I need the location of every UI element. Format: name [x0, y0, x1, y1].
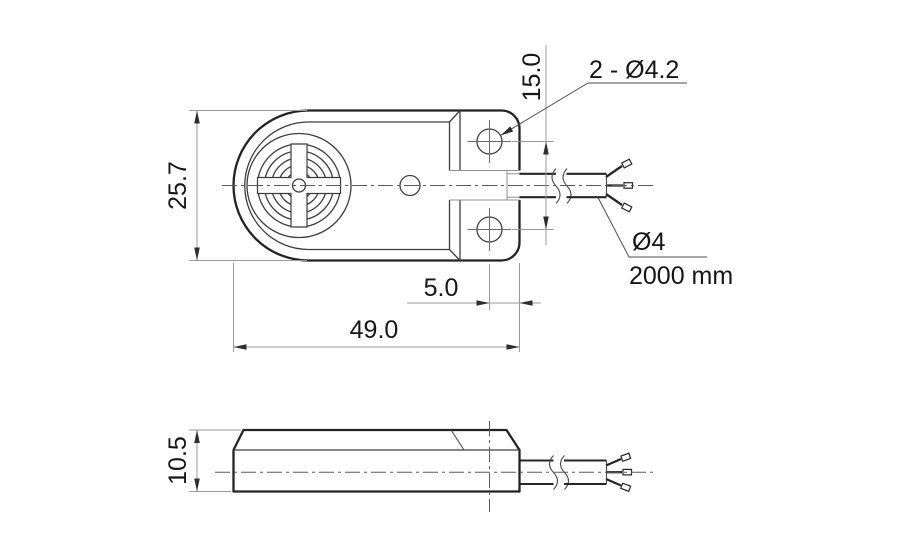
cable-length-label: 2000 mm [629, 262, 733, 290]
dim-thickness-label: 10.5 [164, 436, 192, 485]
sensing-face-cross [256, 143, 342, 228]
dim-hole-spacing-label: 15.0 [518, 53, 546, 102]
top-view [222, 109, 656, 262]
callout-mounting-holes: 2 - Ø4.2 [500, 56, 687, 136]
dim-hole-offset-label: 5.0 [424, 274, 459, 302]
side-step-edge [450, 429, 465, 451]
dimension-thickness: 10.5 [164, 429, 241, 492]
cable-recess [449, 170, 520, 201]
inner-outline-arc [244, 121, 450, 251]
dim-body-width-label: 49.0 [350, 316, 399, 344]
dimension-body-width: 49.0 [233, 263, 520, 352]
dimension-hole-offset: 5.0 [407, 264, 541, 310]
dimension-body-height: 25.7 [164, 110, 307, 261]
cable-diameter-label: Ø4 [632, 228, 665, 256]
mounting-hole-bottom [468, 208, 511, 251]
dimension-hole-spacing: 15.0 [512, 45, 554, 245]
side-view [215, 421, 656, 512]
dim-body-height-label: 25.7 [164, 161, 192, 210]
mounting-hole-top [468, 120, 511, 163]
inner-outline-step [448, 110, 461, 261]
callout-cable: Ø4 2000 mm [597, 197, 733, 290]
mounting-holes-label: 2 - Ø4.2 [589, 56, 679, 84]
